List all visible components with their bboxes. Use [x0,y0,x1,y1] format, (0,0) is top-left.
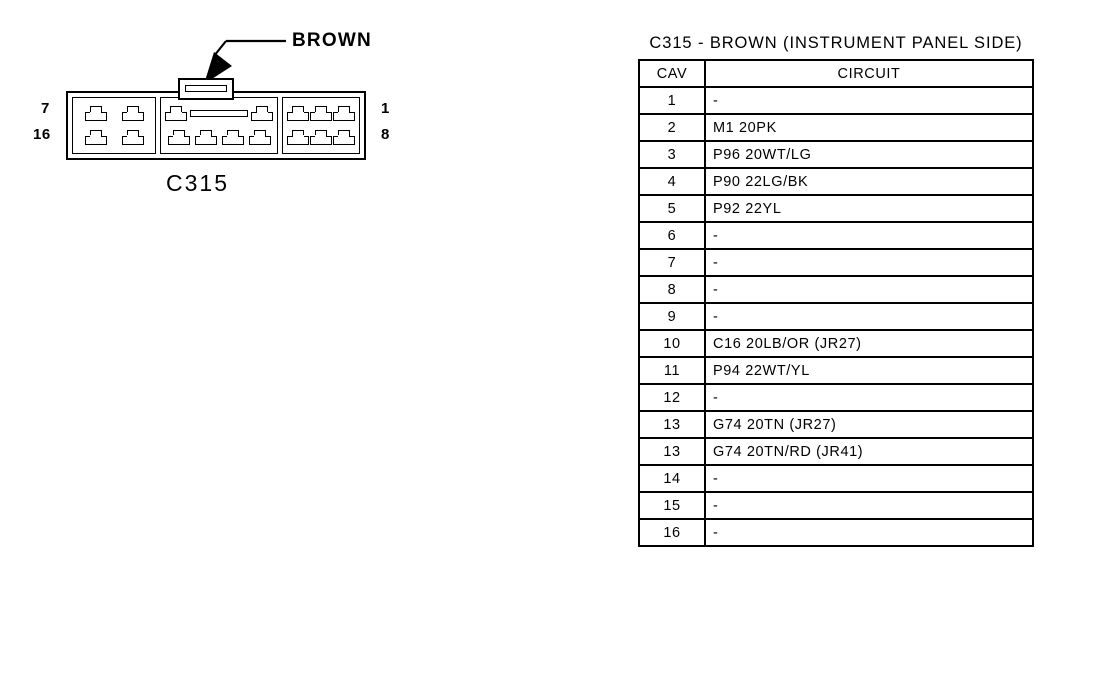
cell-cav: 4 [638,167,706,196]
cell-circuit: C16 20LB/OR (JR27) [704,329,1034,358]
cell-circuit: M1 20PK [704,113,1034,142]
table-header-row: CAV CIRCUIT [638,59,1034,88]
cavity-row [287,102,355,126]
column-header-cav: CAV [638,59,706,88]
cell-cav: 16 [638,518,706,547]
cell-cav: 2 [638,113,706,142]
cell-circuit: - [704,221,1034,250]
cavity-row [165,102,273,126]
table-row: 16- [638,518,1034,547]
connector-cavity-area [72,97,360,154]
cell-cav: 13 [638,437,706,466]
cell-cav: 7 [638,248,706,277]
table-row: 14- [638,464,1034,493]
connector-body [66,91,366,160]
cavity-block-left [72,97,156,154]
pin-number-top-right: 1 [381,100,390,117]
terminal-cavity [287,129,310,145]
terminal-cavity [194,129,217,145]
connector-latch-tab [178,78,234,100]
pinout-panel: C315 - BROWN (INSTRUMENT PANEL SIDE) CAV… [638,34,1034,547]
pin-number-bottom-right: 8 [381,126,390,143]
connector-designation-label: C315 [166,170,229,196]
cell-cav: 1 [638,86,706,115]
cell-cav: 6 [638,221,706,250]
cell-cav: 3 [638,140,706,169]
cell-circuit: - [704,302,1034,331]
terminal-cavity [165,106,187,122]
cell-cav: 14 [638,464,706,493]
cell-circuit: - [704,491,1034,520]
cell-circuit: - [704,464,1034,493]
cell-circuit: - [704,248,1034,277]
terminal-cavity [287,106,310,122]
terminal-cavity [332,106,355,122]
latch-slot [185,85,227,92]
terminal-cavity [167,129,190,145]
cell-circuit: - [704,275,1034,304]
cavity-block-right [282,97,360,154]
table-row: 15- [638,491,1034,520]
cavity-row [77,126,151,150]
cell-circuit: - [704,86,1034,115]
center-keying-slot [190,110,248,118]
cell-cav: 9 [638,302,706,331]
cavity-row [287,126,355,150]
table-row: 1- [638,86,1034,115]
cell-circuit: G74 20TN/RD (JR41) [704,437,1034,466]
cavity-row [165,126,273,150]
callout-leader-line [204,39,286,84]
cell-cav: 15 [638,491,706,520]
cell-circuit: - [704,383,1034,412]
cell-cav: 5 [638,194,706,223]
cell-cav: 8 [638,275,706,304]
cavity-block-middle [160,97,278,154]
pinout-table-title: C315 - BROWN (INSTRUMENT PANEL SIDE) [649,34,1023,52]
cell-circuit: - [704,518,1034,547]
terminal-cavity [248,129,271,145]
cell-circuit: P90 22LG/BK [704,167,1034,196]
connector-color-callout-label: BROWN [292,30,372,51]
table-row: 7- [638,248,1034,277]
terminal-cavity [121,106,144,122]
cell-cav: 11 [638,356,706,385]
cell-circuit: G74 20TN (JR27) [704,410,1034,439]
terminal-cavity [332,129,355,145]
cell-cav: 10 [638,329,706,358]
cavity-row [77,102,151,126]
table-row: 8- [638,275,1034,304]
table-row: 6- [638,221,1034,250]
terminal-cavity [251,106,273,122]
terminal-cavity [84,129,107,145]
table-row: 9- [638,302,1034,331]
terminal-cavity [309,106,332,122]
cell-circuit: P94 22WT/YL [704,356,1034,385]
cell-cav: 12 [638,383,706,412]
pin-number-top-left: 7 [41,100,50,117]
cell-circuit: P92 22YL [704,194,1034,223]
terminal-cavity [121,129,144,145]
table-row: 12- [638,383,1034,412]
terminal-cavity [84,106,107,122]
terminal-cavity [221,129,244,145]
cell-cav: 13 [638,410,706,439]
pin-number-bottom-left: 16 [33,126,51,143]
terminal-cavity [309,129,332,145]
cell-circuit: P96 20WT/LG [704,140,1034,169]
connector-figure: BROWN [0,0,440,230]
column-header-circuit: CIRCUIT [704,59,1034,88]
